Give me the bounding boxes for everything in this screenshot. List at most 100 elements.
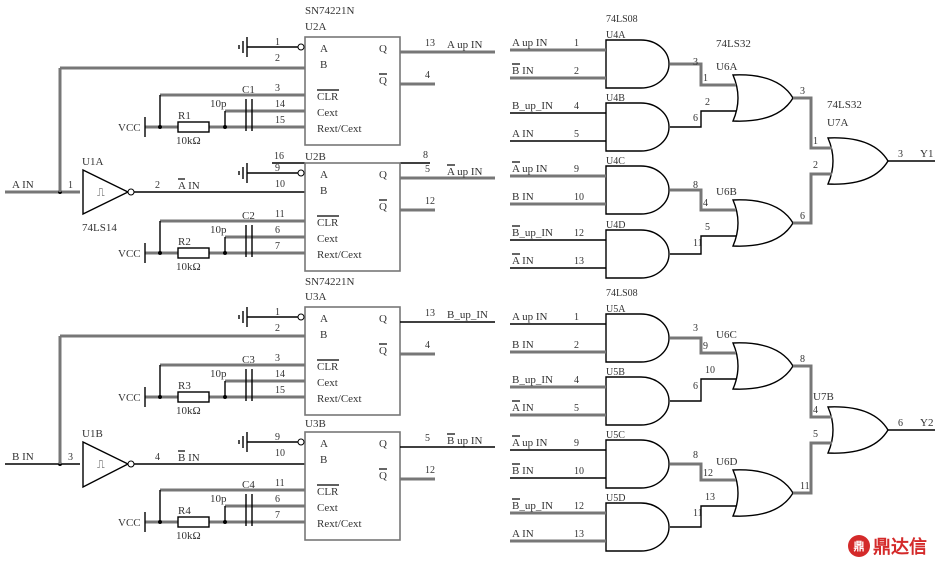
pin-number: 3: [275, 353, 280, 364]
part-label: SN74221N: [305, 5, 355, 17]
junction-dot: [158, 395, 162, 399]
pin-number: 1: [68, 180, 73, 191]
and-input-signal: B IN: [512, 65, 534, 77]
pin-number: 4: [703, 198, 708, 209]
pin-number: 2: [574, 340, 579, 351]
and-to-or-wire: [670, 62, 736, 87]
resistor-ref: R4: [178, 505, 191, 517]
gate-ref-label: U5D: [606, 493, 625, 504]
pin-number: 1: [275, 37, 280, 48]
and-input-signal: A IN: [512, 128, 534, 140]
pin-number: 12: [425, 465, 435, 476]
pin-number: 1: [574, 312, 579, 323]
and-input-signal: A IN: [512, 528, 534, 540]
pin-a-label: A: [320, 169, 328, 181]
capacitor-value: 10p: [210, 98, 227, 110]
pin-q-label: Q: [379, 438, 387, 450]
gate-ref-label: U4C: [606, 156, 625, 167]
resistor-ref: R2: [178, 236, 191, 248]
pin-number: 10: [275, 179, 285, 190]
pin-a-label: A: [320, 438, 328, 450]
pin-number: 11: [275, 209, 285, 220]
pin-number: 12: [703, 468, 713, 479]
or-gate-u6c: [731, 342, 794, 390]
vcc-label: VCC: [118, 517, 141, 529]
part-label: SN74221N: [305, 276, 355, 288]
output-label: Y1: [920, 148, 933, 160]
a-up-in-label: A up IN: [447, 39, 483, 51]
pin-number: 7: [275, 510, 280, 521]
pin-number: 4: [574, 101, 579, 112]
output-label: Y2: [920, 417, 933, 429]
pin-number: 3: [693, 57, 698, 68]
and-to-or-wire: [670, 188, 736, 212]
inverter-u1a: [82, 168, 130, 216]
pin-a-label: A: [320, 43, 328, 55]
part-label: 74LS14: [82, 222, 117, 234]
pin-number: 5: [813, 429, 818, 440]
and-input-signal: A IN: [512, 255, 534, 267]
pin-number: 12: [425, 196, 435, 207]
part-label: 74LS08: [606, 14, 638, 25]
and-input-signal: A up IN: [512, 311, 548, 323]
pin-cext-label: Cext: [317, 377, 338, 389]
pin-number: 5: [574, 129, 579, 140]
pin-number: 6: [275, 494, 280, 505]
u2a-label: U2A: [305, 21, 326, 33]
or-to-or-wire: [793, 96, 832, 150]
schmitt-icon: ⎍: [97, 459, 105, 471]
pin-number: 8: [423, 150, 428, 161]
pin-number: 1: [574, 38, 579, 49]
pin-number: 5: [705, 222, 710, 233]
part-label: 74LS08: [606, 288, 638, 299]
pin-q-label: Q: [379, 169, 387, 181]
junction-dot: [158, 520, 162, 524]
pin-number: 12: [574, 501, 584, 512]
pin-number: 8: [800, 354, 805, 365]
and-to-or-wire: [670, 110, 736, 128]
capacitor-ref: C4: [242, 479, 255, 491]
capacitor-ref: C1: [242, 84, 255, 96]
pin-number: 4: [425, 340, 430, 351]
pin-qbar-label: Q: [379, 75, 387, 87]
junction-dot: [223, 251, 227, 255]
capacitor-value: 10p: [210, 493, 227, 505]
and-input-signal: B IN: [512, 191, 534, 203]
pin-number: 6: [275, 225, 280, 236]
gate-ref-label: U5C: [606, 430, 625, 441]
capacitor-value: 10p: [210, 224, 227, 236]
and-input-signal: B IN: [512, 465, 534, 477]
gate-ref-label: U6B: [716, 186, 737, 198]
inversion-bubble: [297, 438, 305, 446]
pin-number: 6: [693, 113, 698, 124]
or-to-or-wire: [793, 364, 832, 419]
pin-a-label: A: [320, 313, 328, 325]
pin-qbar-label: Q: [379, 201, 387, 213]
and-to-or-wire: [670, 235, 736, 255]
pin-number: 16: [274, 151, 284, 162]
pin-number: 6: [898, 418, 903, 429]
capacitor-value: 10p: [210, 368, 227, 380]
u7b-label: U7B: [813, 391, 834, 403]
pin-q-label: Q: [379, 313, 387, 325]
and-input-signal: B_up_IN: [512, 500, 553, 512]
u1b-label: U1B: [82, 428, 103, 440]
pin-number: 4: [813, 405, 818, 416]
pin-number: 11: [275, 478, 285, 489]
pin-rext-label: Rext/Cext: [317, 393, 362, 405]
gate-ref-label: U5A: [606, 304, 626, 315]
and-gate-u5b: [605, 376, 670, 426]
resistor-value: 10kΩ: [176, 530, 201, 542]
pin-clr-label: CLR: [317, 486, 339, 498]
monostable-u3b: [304, 431, 401, 541]
pin-number: 5: [425, 164, 430, 175]
resistor-ref: R1: [178, 110, 191, 122]
resistor-value: 10kΩ: [176, 135, 201, 147]
pin-number: 11: [693, 508, 703, 519]
or-gate-u6d: [731, 469, 794, 517]
and-input-signal: B_up_IN: [512, 227, 553, 239]
pin-number: 5: [574, 403, 579, 414]
inversion-bubble: [127, 460, 135, 468]
junction-dot: [223, 520, 227, 524]
